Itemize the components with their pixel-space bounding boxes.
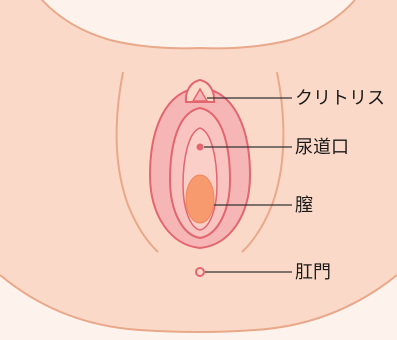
- vaginal-opening-mark: [186, 175, 214, 223]
- urethral-opening-mark: [197, 144, 204, 151]
- urethral-opening-label: 尿道口: [295, 137, 349, 158]
- clitoris-label: クリトリス: [295, 88, 385, 109]
- anus-label: 肛門: [295, 262, 331, 283]
- vagina-label: 膣: [295, 195, 313, 216]
